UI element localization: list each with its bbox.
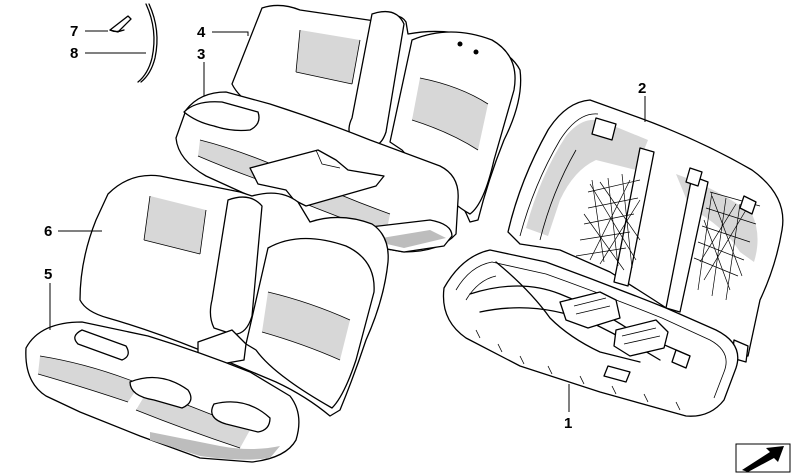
callout-7: 7 [70, 23, 78, 40]
part-1-seat-frame [442, 249, 739, 417]
callout-5: 5 [44, 266, 52, 283]
part-7-clip [109, 15, 132, 33]
callout-labels: 7 8 4 3 2 6 5 1 [44, 23, 646, 432]
callout-8: 8 [70, 45, 78, 62]
callout-4: 4 [197, 24, 206, 41]
leader-lines [49, 30, 646, 412]
callout-6: 6 [44, 223, 52, 240]
part-5-seat-cushion [25, 321, 300, 463]
callout-3: 3 [197, 46, 205, 63]
part-2-backrest-frame [507, 99, 784, 363]
part-8-wire [137, 3, 158, 83]
page-corner-arrow-icon [735, 443, 791, 473]
callout-1: 1 [564, 415, 572, 432]
part-6-backrest [79, 174, 389, 417]
callout-2: 2 [638, 80, 646, 97]
